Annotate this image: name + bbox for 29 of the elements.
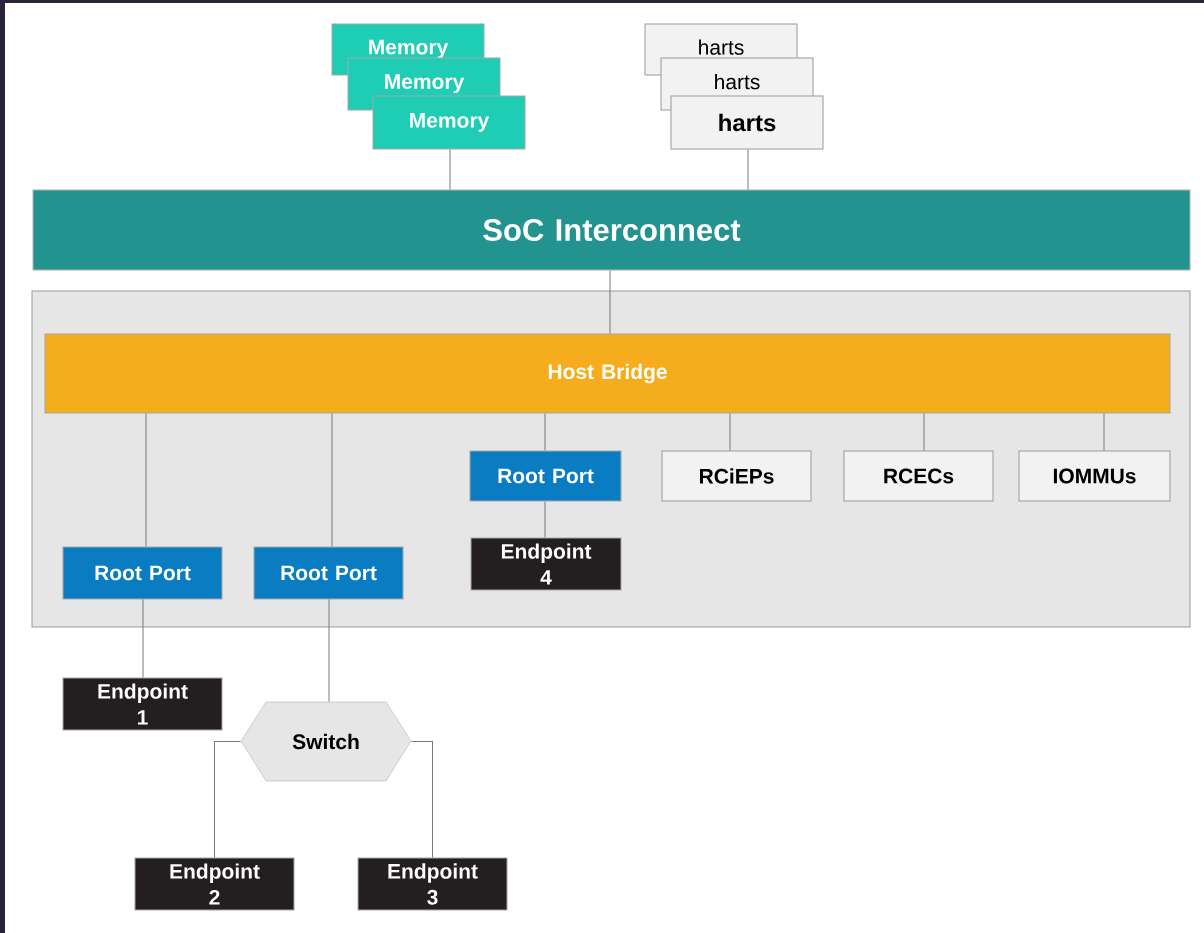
- host-bridge-bar: Host Bridge: [44, 333, 1171, 414]
- connector-line: [449, 149, 451, 190]
- connector-line: [609, 270, 611, 334]
- connector-line: [411, 741, 433, 858]
- switch-hexagon: Switch: [240, 701, 412, 782]
- connector-line: [331, 413, 333, 547]
- interconnect-bar: SoC Interconnect: [32, 189, 1191, 271]
- component-box: RCECs: [843, 450, 994, 502]
- connector-line: [729, 413, 731, 451]
- component-box: RCiEPs: [661, 450, 812, 502]
- connector-line: [328, 599, 330, 702]
- connector-line: [544, 413, 546, 451]
- endpoint-box: Endpoint 3: [357, 857, 508, 911]
- endpoint-box: Endpoint 2: [134, 857, 295, 911]
- connector-line: [142, 599, 144, 678]
- memory-box: Memory: [372, 95, 526, 150]
- component-box: IOMMUs: [1018, 450, 1171, 502]
- connector-line: [1103, 413, 1105, 451]
- root-port-box: Root Port: [62, 546, 223, 600]
- connector-line: [214, 741, 241, 858]
- endpoint-box: Endpoint 1: [62, 677, 223, 731]
- endpoint-box: Endpoint 4: [470, 537, 622, 591]
- root-port-box: Root Port: [253, 546, 404, 600]
- hart-box: harts: [670, 95, 824, 150]
- connector-line: [544, 501, 546, 538]
- connector-line: [145, 413, 147, 547]
- connector-line: [747, 149, 749, 190]
- connector-line: [923, 413, 925, 451]
- root-port-box: Root Port: [469, 450, 622, 502]
